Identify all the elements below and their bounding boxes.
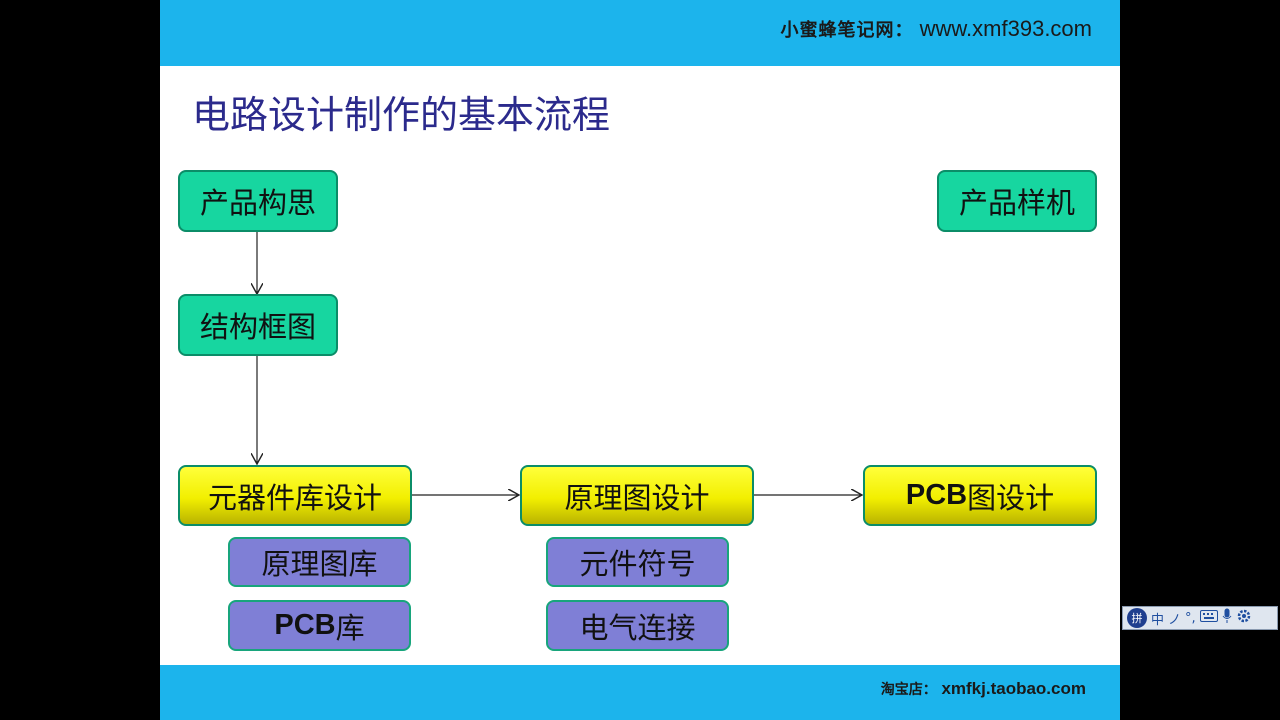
- ime-mode-toggle[interactable]: 中: [1151, 612, 1165, 628]
- site-url: www.xmf393.com: [919, 16, 1092, 41]
- ime-width-toggle[interactable]: °,: [1185, 610, 1196, 626]
- component-library-label: 元器件库设计: [207, 480, 382, 515]
- schematic-library-box: 原理图库: [228, 537, 411, 587]
- schematic-library-label: 原理图库: [261, 547, 378, 581]
- prototype-box: 产品样机: [937, 170, 1097, 232]
- flow-arrows: [160, 232, 1120, 720]
- shop-url: xmfkj.taobao.com: [941, 679, 1086, 698]
- electrical-connection-box: 电气连接: [546, 600, 729, 651]
- pcb-design-latin: PCB: [905, 479, 968, 511]
- component-symbol-box: 元件符号: [546, 537, 729, 587]
- site-label: 小蜜蜂笔记网：: [780, 20, 914, 40]
- pcb-library-cjk: 库: [335, 610, 365, 645]
- concept-box: 产品构思: [178, 170, 338, 232]
- electrical-connection-label: 电气连接: [579, 610, 696, 645]
- component-symbol-label: 元件符号: [579, 547, 696, 581]
- slide-title: 电路设计制作的基本流程: [192, 93, 611, 137]
- ime-toolbar[interactable]: 拼 中 ノ °,: [1122, 606, 1278, 630]
- header-band: 小蜜蜂笔记网： www.xmf393.com: [160, 0, 1120, 66]
- pcb-design-cjk: 图设计: [967, 480, 1055, 515]
- site-credit: 小蜜蜂笔记网： www.xmf393.com: [780, 16, 1092, 42]
- ime-punctuation-toggle[interactable]: ノ: [1168, 612, 1182, 628]
- schematic-design-label: 原理图设计: [564, 480, 710, 515]
- footer-band: 淘宝店： xmfkj.taobao.com: [160, 665, 1120, 720]
- microphone-icon[interactable]: [1222, 608, 1232, 628]
- slide: 小蜜蜂笔记网： www.xmf393.com 电路设计制作的基本流程 产品构思 …: [160, 0, 1120, 720]
- block-diagram-label: 结构框图: [199, 310, 316, 344]
- keyboard-icon[interactable]: [1199, 610, 1218, 626]
- ime-logo-icon[interactable]: 拼: [1127, 608, 1147, 628]
- shop-label: 淘宝店：: [880, 681, 937, 697]
- component-library-box: 元器件库设计: [178, 465, 412, 526]
- shop-credit: 淘宝店： xmfkj.taobao.com: [881, 679, 1086, 699]
- block-diagram-box: 结构框图: [178, 294, 338, 356]
- schematic-design-box: 原理图设计: [520, 465, 754, 526]
- gear-icon[interactable]: [1236, 608, 1252, 628]
- prototype-label: 产品样机: [958, 186, 1075, 220]
- concept-label: 产品构思: [199, 186, 316, 220]
- pcb-library-latin: PCB: [274, 609, 336, 641]
